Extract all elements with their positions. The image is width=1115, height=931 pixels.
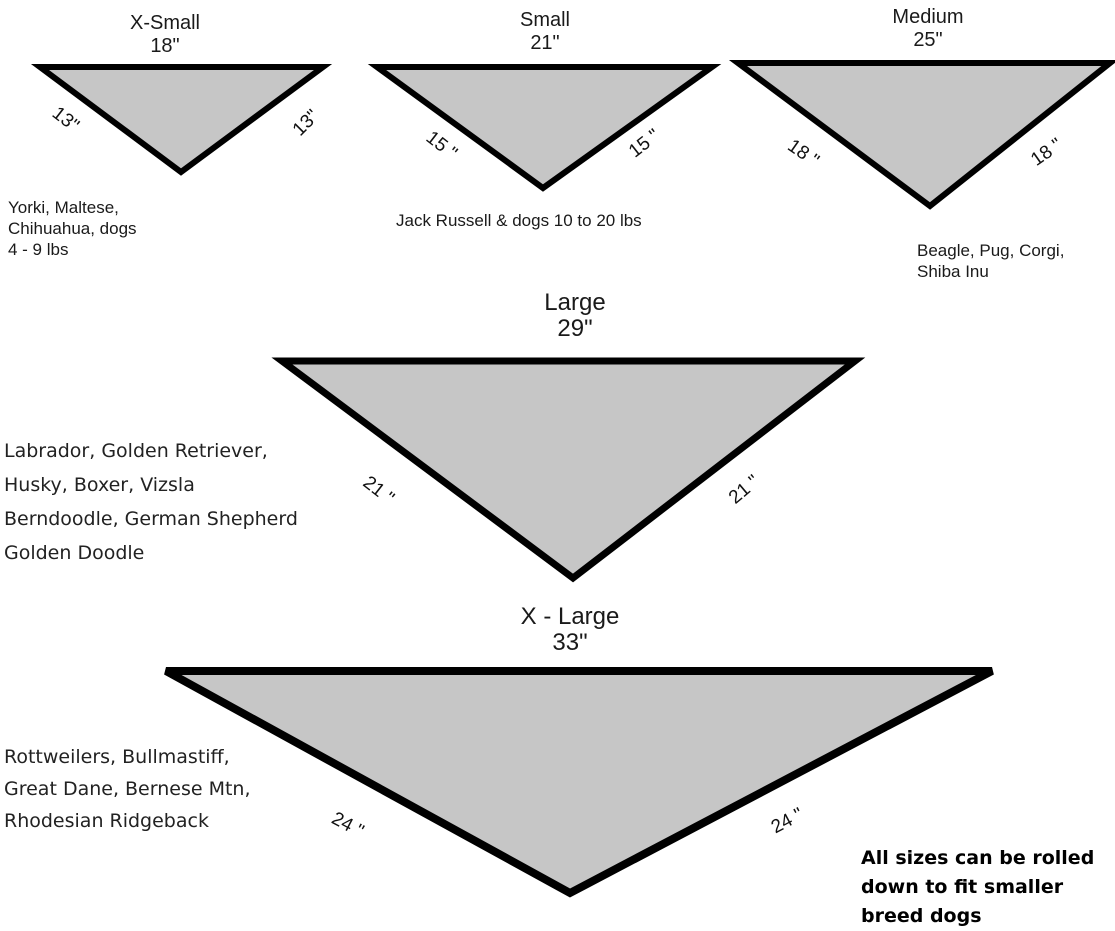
breeds-large: Labrador, Golden Retriever, Husky, Boxer… <box>4 434 298 570</box>
size-name: Medium <box>892 6 964 28</box>
size-width: 25" <box>913 29 943 51</box>
side-length-label: 18 " <box>784 135 823 171</box>
side-length-label: 21 " <box>725 471 764 508</box>
side-length-label: 13" <box>289 106 324 141</box>
breed-line: Rhodesian Ridgeback <box>4 810 209 832</box>
breed-line: Husky, Boxer, Vizsla <box>4 474 195 496</box>
note-line: down to fit smaller <box>861 876 1064 898</box>
side-length-label: 13" <box>48 103 83 137</box>
breed-line: Berndoodle, German Shepherd <box>4 508 298 530</box>
breed-line: Golden Doodle <box>4 542 145 564</box>
size-name: Large <box>544 289 606 316</box>
size-width: 21" <box>530 32 560 54</box>
breeds-medium: Beagle, Pug, Corgi, Shiba Inu <box>917 240 1064 282</box>
size-title-xsmall: X-Small 18" <box>95 12 235 58</box>
bandana-triangle-4 <box>164 667 994 898</box>
breed-line: Labrador, Golden Retriever, <box>4 440 268 462</box>
size-title-xlarge: X - Large 33" <box>495 604 645 656</box>
breed-line: Chihuahua, dogs <box>8 219 137 238</box>
rolled-down-note: All sizes can be rolled down to fit smal… <box>861 844 1094 931</box>
breed-line: Rottweilers, Bullmastiff, <box>4 746 230 768</box>
breeds-xsmall: Yorki, Maltese, Chihuahua, dogs 4 - 9 lb… <box>8 197 137 260</box>
breed-line: Great Dane, Bernese Mtn, <box>4 778 251 800</box>
bandana-triangle-0 <box>30 64 333 176</box>
bandana-triangle-1 <box>367 64 722 192</box>
side-length-label: 15 " <box>422 127 461 164</box>
side-length-label: 15 " <box>625 125 664 162</box>
breed-line: Beagle, Pug, Corgi, <box>917 241 1065 260</box>
size-name: Small <box>519 9 570 31</box>
size-title-small: Small 21" <box>475 9 615 55</box>
breed-line: Shiba Inu <box>917 262 989 281</box>
size-width: 18" <box>150 35 180 57</box>
size-name: X - Large <box>520 603 620 630</box>
size-title-large: Large 29" <box>500 290 650 342</box>
note-line: All sizes can be rolled <box>861 847 1095 869</box>
size-title-medium: Medium 25" <box>858 6 998 52</box>
breed-line: Jack Russell & dogs 10 to 20 lbs <box>396 211 642 230</box>
note-line: breed dogs <box>861 905 982 927</box>
bandana-triangle-3 <box>271 357 866 583</box>
side-length-label: 24 " <box>768 804 807 838</box>
breeds-small: Jack Russell & dogs 10 to 20 lbs <box>396 210 642 231</box>
breeds-xlarge: Rottweilers, Bullmastiff, Great Dane, Be… <box>4 741 251 837</box>
size-width: 33" <box>552 629 588 656</box>
breed-line: 4 - 9 lbs <box>8 240 69 259</box>
side-length-label: 24 " <box>328 808 367 842</box>
size-name: X-Small <box>129 12 200 34</box>
bandana-triangle-2 <box>728 60 1115 210</box>
size-width: 29" <box>557 315 593 342</box>
side-length-label: 18 " <box>1027 134 1066 170</box>
breed-line: Yorki, Maltese, <box>8 198 119 217</box>
side-length-label: 21 " <box>359 472 398 509</box>
